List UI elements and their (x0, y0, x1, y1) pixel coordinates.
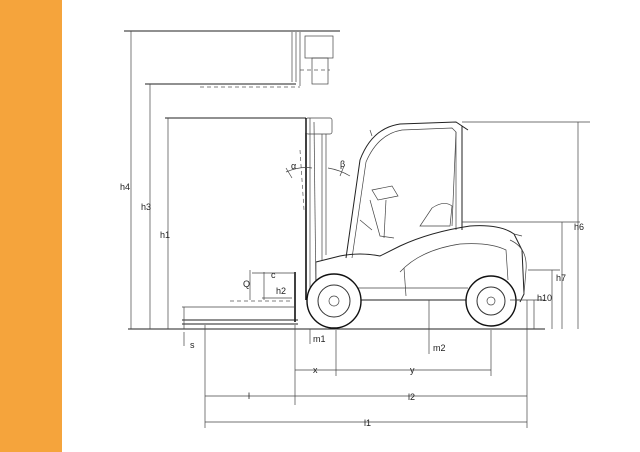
label-alpha: α (291, 161, 296, 171)
label-h3: h3 (141, 202, 151, 212)
label-beta: β (340, 159, 345, 169)
label-m2: m2 (433, 343, 446, 353)
label-l: l (248, 391, 250, 401)
label-c: c (271, 270, 276, 280)
label-h7: h7 (556, 273, 566, 283)
front-wheel (306, 273, 362, 329)
height-dimensions-left (130, 31, 265, 329)
orange-side-bar (0, 0, 62, 452)
label-h2: h2 (276, 286, 286, 296)
raised-mast-outline (124, 30, 340, 88)
rear-wheel (465, 275, 517, 327)
label-l1: l1 (364, 418, 371, 428)
label-m1: m1 (313, 334, 326, 344)
label-l2: l2 (408, 392, 415, 402)
height-dimensions-right (462, 121, 590, 329)
label-q: Q (243, 279, 250, 289)
label-y: y (410, 365, 415, 375)
label-h1: h1 (160, 230, 170, 240)
label-s: s (190, 340, 195, 350)
mast (165, 117, 333, 301)
label-x: x (313, 365, 318, 375)
label-h6: h6 (574, 222, 584, 232)
label-h10: h10 (537, 293, 552, 303)
length-dimensions-bottom (183, 272, 528, 428)
tilt-angle-arcs (285, 165, 351, 179)
cabin-overhead-guard (345, 121, 469, 259)
forks (182, 272, 298, 325)
label-h4: h4 (120, 182, 130, 192)
